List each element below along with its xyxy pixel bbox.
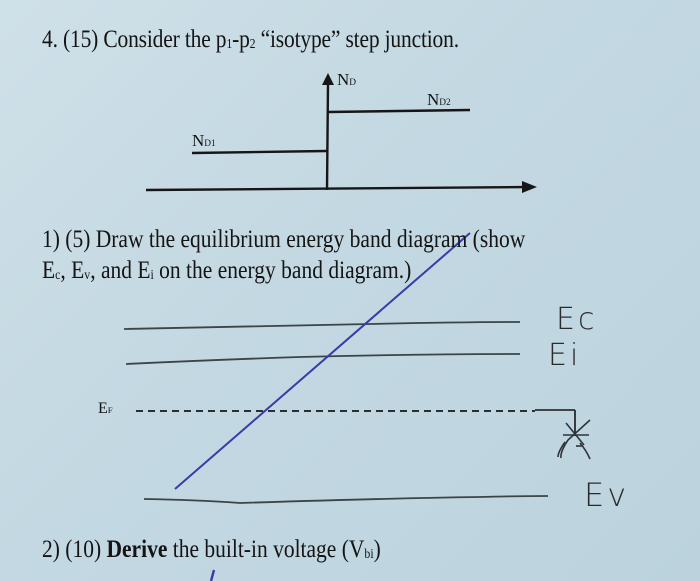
blue-pen-tick <box>209 569 216 581</box>
problem-points: (15) <box>63 26 99 53</box>
handwritten-ei-label: Ei <box>548 338 582 373</box>
handwritten-ev-label: Ev <box>584 476 630 514</box>
energy-band-diagram <box>123 232 591 581</box>
ec-line <box>123 321 521 330</box>
scribble-mark-icon <box>557 419 591 460</box>
ev-line <box>143 495 549 504</box>
nd1-level <box>191 149 328 155</box>
y-axis <box>325 83 330 191</box>
nd2-level <box>327 108 471 114</box>
problem-title: 4. (15) Consider the p1-p2 “isotype” ste… <box>42 26 459 54</box>
problem-statement: Consider the p1-p2 “isotype” step juncti… <box>103 26 459 53</box>
x-axis-arrow-icon <box>522 181 537 193</box>
nd-axis-label: ND <box>337 70 357 89</box>
ei-line <box>125 353 521 365</box>
fermi-level-label: EF <box>98 400 113 417</box>
nd1-label: ND1 <box>192 131 216 150</box>
problem-number: 4. <box>42 26 58 53</box>
part2-line: 2) (10) Derive the built-in voltage (Vbi… <box>42 536 381 563</box>
y-axis-arrow-icon <box>322 73 334 85</box>
x-axis <box>145 185 529 192</box>
doping-profile-diagram <box>145 73 537 193</box>
handwritten-ec-label: Ec <box>556 302 598 337</box>
nd2-label: ND2 <box>427 90 451 109</box>
part1-line1: 1) (5) Draw the equilibrium energy band … <box>42 226 526 253</box>
blue-pen-stroke <box>174 232 471 490</box>
part1-line2: Ec, Ev, and Ei on the energy band diagra… <box>42 257 412 284</box>
